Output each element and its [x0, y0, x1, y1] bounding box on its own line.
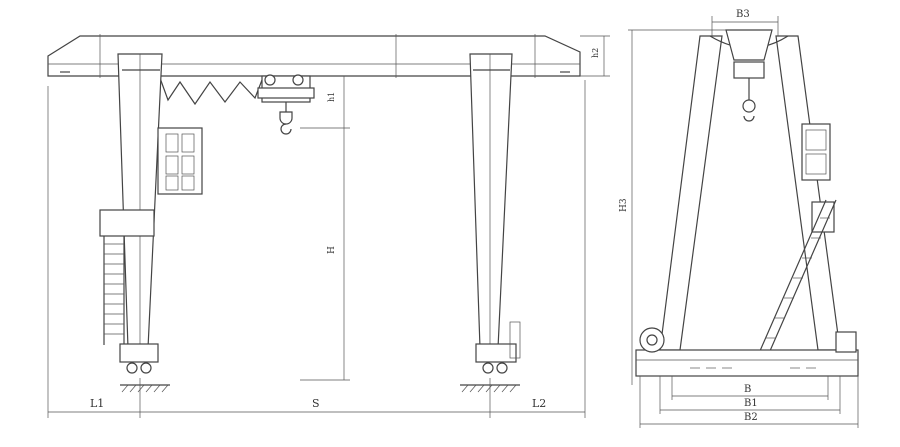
dim-l2: L2 — [532, 397, 546, 410]
left-end-carriage — [119, 343, 159, 363]
dim-b1: B1 — [744, 398, 758, 409]
dim-l1: L1 — [90, 397, 104, 410]
main-girder — [47, 35, 581, 77]
dim-h2: h2 — [591, 48, 600, 58]
right-end-carriage — [475, 343, 517, 363]
side-right-motor — [835, 331, 857, 353]
side-right-leg — [775, 35, 841, 351]
girder-section — [725, 29, 773, 61]
dim-b2: B2 — [744, 412, 758, 423]
dim-h3: H3 — [619, 198, 629, 212]
side-view: B3 H3 B B1 B2 — [619, 9, 859, 428]
side-ladder — [755, 199, 837, 361]
dim-h1: h1 — [327, 92, 336, 102]
dim-s: S — [312, 397, 320, 410]
side-cabinet — [801, 123, 831, 181]
dim-b: B — [744, 384, 751, 395]
side-left-leg — [659, 35, 723, 351]
electric-hoist — [257, 74, 315, 135]
ground-hatch — [121, 384, 517, 393]
front-view: L1 S L2 H h1 h2 — [47, 34, 610, 418]
control-cabinet — [157, 127, 203, 195]
dim-h: H — [327, 246, 337, 254]
cable-festoon — [159, 77, 263, 106]
dim-b3: B3 — [736, 9, 750, 20]
ladder — [99, 209, 155, 345]
base-beam — [635, 349, 859, 377]
right-leg — [469, 53, 513, 349]
